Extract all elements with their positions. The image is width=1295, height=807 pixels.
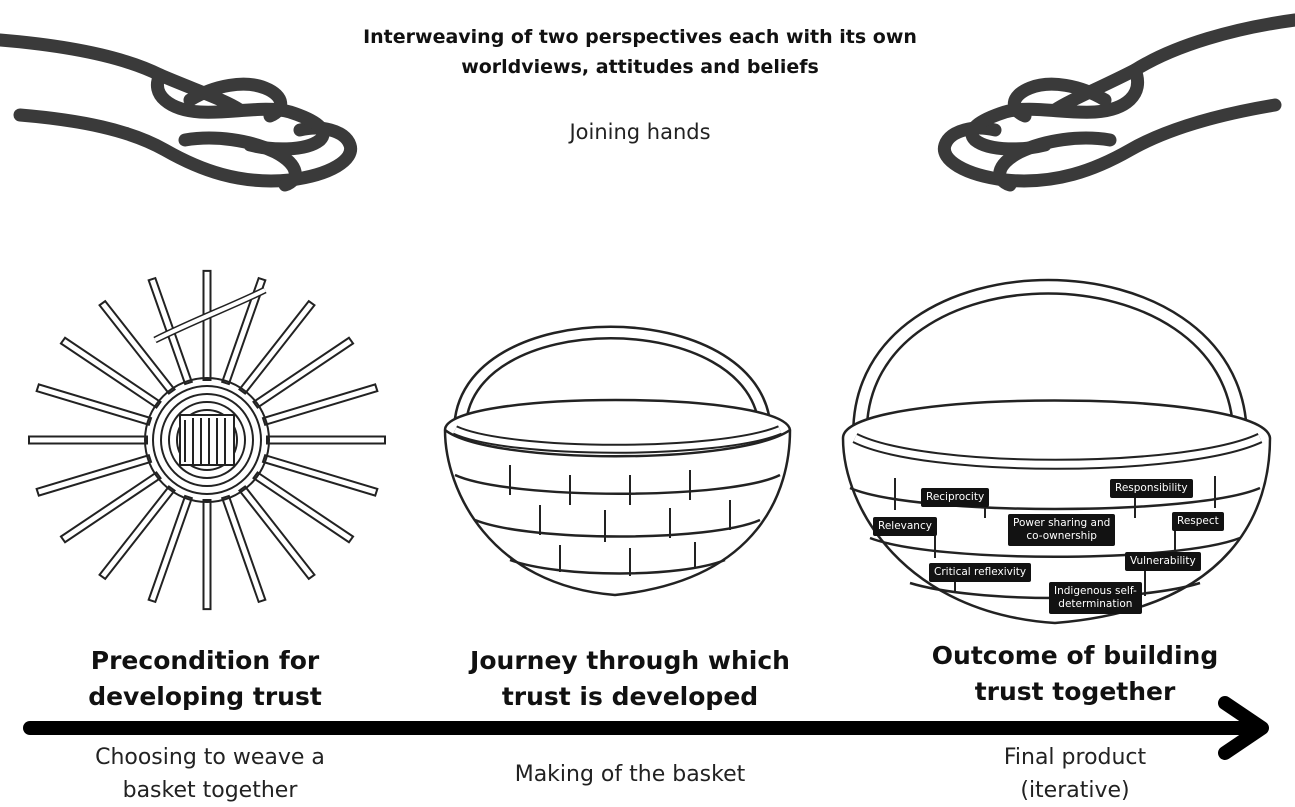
label-indigenous-self-determination: Indigenous self- determination bbox=[1049, 582, 1142, 614]
label-vulnerability: Vulnerability bbox=[1125, 552, 1201, 571]
stage-1-description: Choosing to weave a basket together bbox=[40, 741, 380, 807]
stage-1-description-line-1: Choosing to weave a bbox=[40, 741, 380, 774]
weave-spoke bbox=[204, 500, 211, 609]
label-power-sharing: Power sharing and co-ownership bbox=[1008, 514, 1115, 546]
label-power-sharing-line-1: Power sharing and bbox=[1013, 517, 1110, 530]
stage-3-title-line-1: Outcome of building bbox=[900, 638, 1250, 674]
label-power-sharing-line-2: co-ownership bbox=[1013, 530, 1110, 543]
diagram-title: Interweaving of two perspectives each wi… bbox=[300, 22, 980, 82]
right-hand-icon bbox=[925, 0, 1295, 200]
label-critical-reflexivity: Critical reflexivity bbox=[929, 563, 1031, 582]
label-respect: Respect bbox=[1172, 512, 1224, 531]
basket-in-progress-icon bbox=[430, 280, 810, 620]
stage-2-description: Making of the basket bbox=[450, 758, 810, 791]
label-relevancy: Relevancy bbox=[873, 517, 937, 536]
label-indigenous-line-1: Indigenous self- bbox=[1054, 585, 1137, 598]
stage-2-title-line-1: Journey through which bbox=[440, 643, 820, 679]
stage-3-description-line-2: (iterative) bbox=[910, 774, 1240, 807]
label-reciprocity: Reciprocity bbox=[921, 488, 989, 507]
stage-3-description-line-1: Final product bbox=[910, 741, 1240, 774]
stage-1-description-line-2: basket together bbox=[40, 774, 380, 807]
stage-3-description: Final product (iterative) bbox=[910, 741, 1240, 807]
stage-2-description-line-1: Making of the basket bbox=[450, 758, 810, 791]
title-line-1: Interweaving of two perspectives each wi… bbox=[300, 22, 980, 52]
basket-final-icon bbox=[835, 248, 1275, 628]
left-hand-icon bbox=[0, 0, 370, 200]
weave-spoke bbox=[267, 437, 385, 444]
basket-base-icon bbox=[25, 280, 385, 640]
diagram-subtitle: Joining hands bbox=[490, 120, 790, 144]
label-indigenous-line-2: determination bbox=[1054, 598, 1137, 611]
weave-spoke bbox=[29, 437, 147, 444]
weave-spoke bbox=[204, 271, 211, 380]
label-responsibility: Responsibility bbox=[1110, 479, 1193, 498]
stage-1-title-line-1: Precondition for bbox=[40, 643, 370, 679]
title-line-2: worldviews, attitudes and beliefs bbox=[300, 52, 980, 82]
